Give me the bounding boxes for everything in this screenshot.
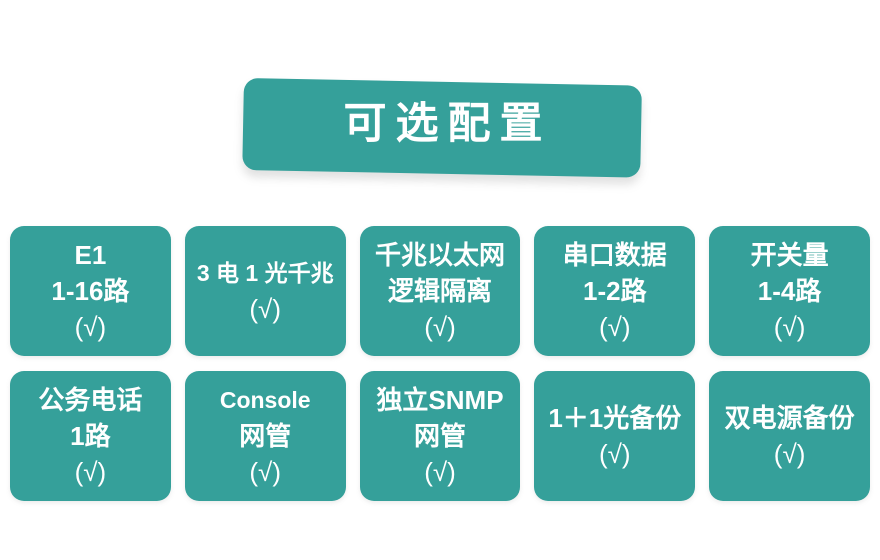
- check-mark-icon: (√): [74, 457, 107, 487]
- check-mark-icon: (√): [249, 457, 281, 487]
- feature-card[interactable]: 独立SNMP 网管 (√): [359, 371, 521, 501]
- feature-card[interactable]: 3 电 1 光千兆 (√): [184, 226, 346, 356]
- feature-card-line: 开关量: [750, 240, 829, 270]
- feature-card-line: 逻辑隔离: [387, 276, 492, 306]
- feature-card[interactable]: 双电源备份 (√): [709, 371, 870, 501]
- feature-card[interactable]: 1＋1光备份 (√): [534, 371, 696, 501]
- feature-card[interactable]: Console 网管 (√): [184, 371, 346, 501]
- feature-card-line: 双电源备份: [724, 403, 855, 433]
- check-mark-icon: (√): [74, 312, 107, 342]
- check-mark-icon: (√): [249, 294, 281, 324]
- check-mark-icon: (√): [424, 312, 456, 342]
- feature-card[interactable]: 公务电话 1路 (√): [10, 371, 171, 501]
- feature-card-line: 串口数据: [562, 240, 667, 270]
- feature-card-line: 1路: [70, 421, 111, 451]
- feature-card-line: 1-16路: [51, 276, 130, 306]
- feature-card[interactable]: 开关量 1-4路 (√): [709, 226, 870, 356]
- feature-card-grid: E1 1-16路 (√) 3 电 1 光千兆 (√) 千兆以太网逻辑隔离 (√) 串口数据 1-…: [10, 226, 870, 501]
- page-header-banner: 可选配置: [242, 78, 642, 178]
- feature-card-row: E1 1-16路 (√) 3 电 1 光千兆 (√) 千兆以太网逻辑隔离 (√) 串口数据 1-…: [10, 226, 870, 356]
- feature-card[interactable]: E1 1-16路 (√): [10, 226, 171, 356]
- feature-card-line: Console: [219, 387, 311, 413]
- feature-card-line: 1-2路: [582, 276, 647, 306]
- feature-card-line: 公务电话: [38, 385, 143, 415]
- feature-card[interactable]: 串口数据 1-2路 (√): [534, 226, 696, 356]
- feature-card-row: 公务电话 1路 (√) Console 网管 (√) 独立SNMP 网管 (√) 1＋1光备份 (√…: [10, 371, 870, 501]
- check-mark-icon: (√): [424, 457, 456, 487]
- feature-card-line: E1: [74, 240, 107, 270]
- check-mark-icon: (√): [598, 439, 631, 469]
- page-title: 可选配置: [343, 99, 552, 148]
- check-mark-icon: (√): [773, 439, 806, 469]
- feature-card-line: 网管: [413, 421, 466, 451]
- check-mark-icon: (√): [598, 312, 631, 342]
- feature-card-line: 网管: [239, 421, 292, 451]
- feature-card-line: 独立SNMP: [376, 385, 504, 415]
- feature-card-line: 1-4路: [757, 276, 822, 306]
- feature-card[interactable]: 千兆以太网逻辑隔离 (√): [359, 226, 521, 356]
- check-mark-icon: (√): [773, 312, 806, 342]
- feature-card-line: 1＋1光备份: [548, 403, 682, 433]
- feature-card-line: 3 电 1 光千兆: [196, 260, 334, 286]
- feature-card-line: 千兆以太网: [374, 240, 505, 270]
